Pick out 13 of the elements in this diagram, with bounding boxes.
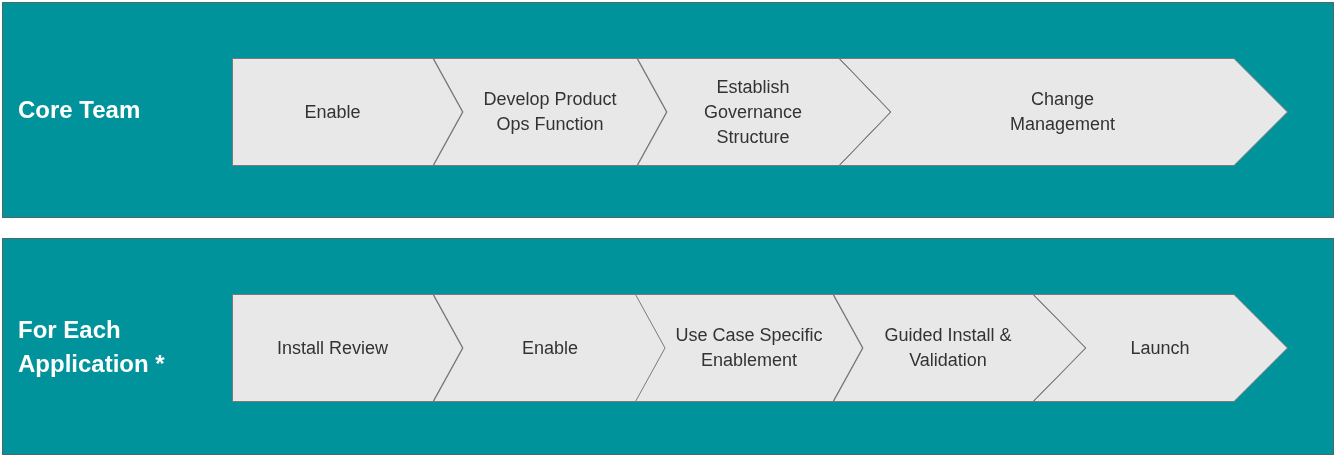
swimlane-band (2, 2, 1334, 218)
step-label: Enable (521, 336, 579, 360)
step-label: Establish Governance Structure (702, 75, 804, 149)
step-label: Use Case Specific Enablement (674, 324, 824, 372)
step-label: Develop Product Ops Function (482, 88, 618, 136)
lane-title: For Each Application * (18, 314, 166, 379)
step-label: Guided Install & Validation (883, 324, 1013, 372)
step-label: Change Management (1008, 88, 1117, 136)
swimlane-band (2, 238, 1334, 455)
lane-title: Core Team (18, 95, 142, 125)
step-label: Launch (1130, 336, 1190, 360)
step-label: Install Review (276, 336, 388, 360)
step-label: Enable (304, 100, 361, 124)
